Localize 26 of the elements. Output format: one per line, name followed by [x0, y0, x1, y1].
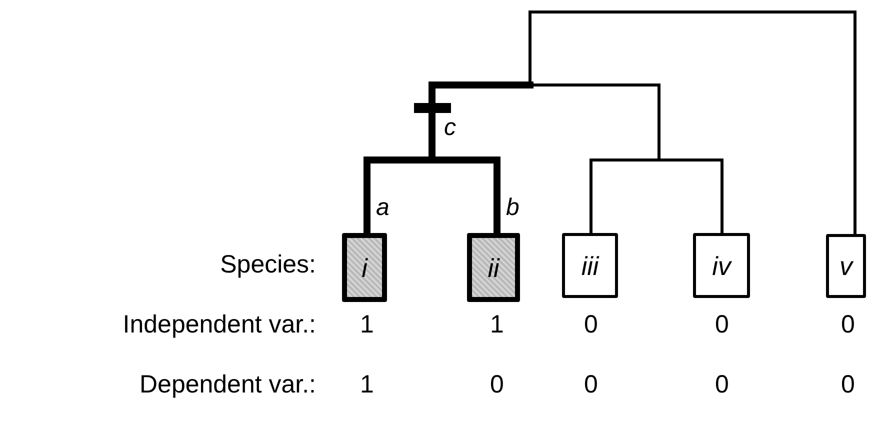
species-name: v: [840, 253, 852, 279]
species-name: ii: [488, 254, 500, 280]
value-label: 0: [584, 372, 598, 398]
species-box: [342, 233, 387, 302]
branch-label: a: [376, 196, 390, 220]
species-box: [826, 234, 866, 298]
species-name: i: [362, 254, 368, 280]
row-label: Independent var.:: [122, 312, 316, 338]
value-label: 0: [715, 372, 729, 398]
value-label: 0: [584, 312, 598, 338]
value-label: 0: [490, 372, 504, 398]
value-label: 0: [715, 312, 729, 338]
species-name: iii: [581, 252, 599, 278]
species-name: iv: [712, 252, 731, 278]
branch-label: b: [506, 196, 520, 220]
species-box: [562, 233, 618, 298]
row-label: Species:: [220, 252, 316, 278]
species-box: [693, 233, 750, 298]
value-label: 0: [841, 372, 855, 398]
value-label: 1: [490, 312, 504, 338]
value-label: 0: [841, 312, 855, 338]
value-label: 1: [360, 312, 374, 338]
branch-label: c: [444, 116, 456, 140]
value-label: 1: [360, 372, 374, 398]
row-label: Dependent var.:: [139, 372, 316, 398]
species-box: [467, 233, 520, 302]
